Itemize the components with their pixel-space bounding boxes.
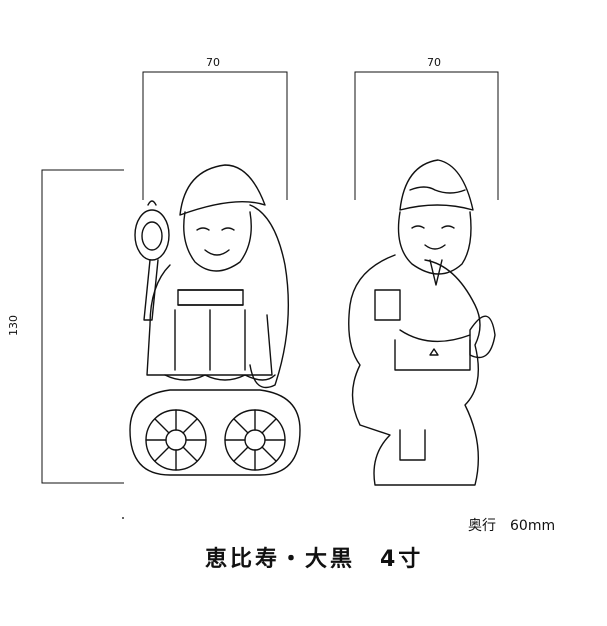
height-dimension: 130 bbox=[7, 169, 124, 484]
daikoku-figure bbox=[129, 164, 301, 476]
width-dimension-right: 70 bbox=[354, 56, 499, 200]
depth-label: 奥行 60mm bbox=[468, 518, 556, 534]
height-label: 130 bbox=[7, 315, 20, 336]
stray-mark bbox=[122, 517, 124, 519]
ebisu-figure bbox=[348, 159, 496, 486]
width-label-left: 70 bbox=[206, 56, 220, 69]
page-title: 恵比寿・大黒 4寸 bbox=[205, 547, 424, 572]
width-label-right: 70 bbox=[427, 56, 441, 69]
width-dimension-left: 70 bbox=[142, 56, 288, 200]
